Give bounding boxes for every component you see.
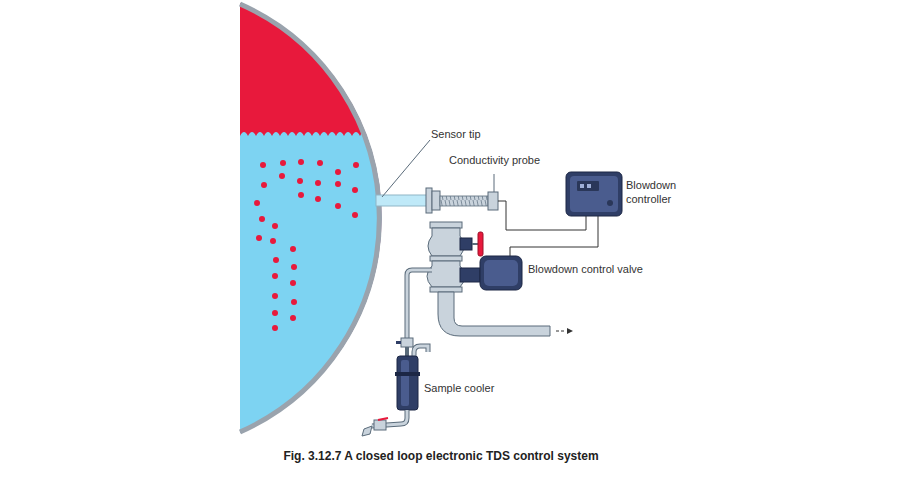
cooler-highlight [401, 360, 409, 406]
controller-display [577, 181, 599, 191]
sensor-tip [376, 195, 428, 206]
sample-line [407, 270, 432, 338]
actuator [480, 256, 522, 290]
tds-dot [270, 238, 276, 244]
tds-dot [335, 203, 341, 209]
equipment-label: Sample cooler [424, 381, 494, 395]
callout-label: Sensor tip [431, 127, 481, 141]
tds-dot [279, 173, 285, 179]
tds-dot [352, 212, 358, 218]
flow-dash [556, 331, 566, 332]
tds-dot [317, 160, 323, 166]
tds-dot [290, 280, 296, 286]
tds-dots [254, 159, 359, 331]
tds-dot [254, 200, 260, 206]
tds-dot [272, 293, 278, 299]
sample-cooler-body [397, 356, 418, 410]
controller-led [580, 184, 584, 188]
equipment-label: Blowdown controller [626, 178, 688, 206]
tds-dot [353, 162, 359, 168]
sample-valve [401, 338, 413, 347]
tds-dot [335, 169, 341, 175]
sample-line [405, 347, 409, 356]
control-valve-body [427, 261, 465, 287]
flange [430, 287, 462, 292]
controller-led [587, 184, 591, 188]
flange [432, 191, 440, 210]
tds-dot [273, 257, 279, 263]
leader-line [382, 140, 430, 197]
controller-screw [607, 200, 613, 206]
tds-dot [261, 182, 267, 188]
tds-dot [352, 187, 358, 193]
tds-dot [272, 273, 278, 279]
callout-label: Conductivity probe [449, 153, 540, 167]
tds-dot [315, 196, 321, 202]
figure-caption: Fig. 3.12.7 A closed loop electronic TDS… [283, 449, 598, 463]
sample-valve-handle [396, 341, 401, 344]
blowdown-outlet-pipe [438, 292, 550, 336]
flow-arrowhead [567, 328, 573, 334]
valve-bonnet [460, 238, 472, 250]
vessel-wall [240, 4, 379, 432]
tds-dot [298, 192, 304, 198]
tds-dot [290, 246, 296, 252]
valve-yoke [460, 268, 480, 282]
valve-wire [510, 214, 598, 256]
tds-dot [260, 162, 266, 168]
controller-housing [566, 172, 622, 216]
sample-outlet-valve [374, 420, 386, 430]
steam-space [240, 0, 440, 481]
tds-dot [280, 160, 286, 166]
conductivity-probe-assembly [376, 140, 498, 213]
handwheel [478, 232, 483, 256]
valve-stem [472, 243, 478, 245]
flange [430, 256, 462, 261]
boiler-vessel [240, 0, 440, 481]
sample-line [395, 372, 420, 376]
boiler-vessel [240, 0, 440, 481]
tds-dot [291, 264, 297, 270]
tds-dot [272, 325, 278, 331]
tds-dot [291, 299, 297, 305]
valve-stack [427, 222, 573, 336]
probe-head [488, 192, 498, 210]
tds-dot [315, 180, 321, 186]
isolation-valve-body [428, 228, 464, 256]
actuator-face [484, 260, 518, 286]
equipment-label: Blowdown control valve [528, 262, 643, 276]
tds-dot [259, 216, 265, 222]
tds-dot [297, 178, 303, 184]
sample-line [407, 270, 432, 338]
flange [430, 222, 462, 228]
sample-line [362, 270, 432, 436]
leader-line [494, 174, 495, 192]
controller-face [570, 176, 618, 212]
probe-thread [440, 196, 488, 206]
sample-outlet [362, 426, 372, 436]
tds-dot [272, 223, 278, 229]
flange [426, 188, 432, 213]
blowdown-controller [566, 172, 622, 216]
tds-dot [335, 181, 341, 187]
tds-dot [298, 159, 304, 165]
tds-dot [272, 310, 278, 316]
tds-dot [290, 315, 296, 321]
tds-dot [256, 235, 262, 241]
valve-handle [378, 418, 388, 420]
